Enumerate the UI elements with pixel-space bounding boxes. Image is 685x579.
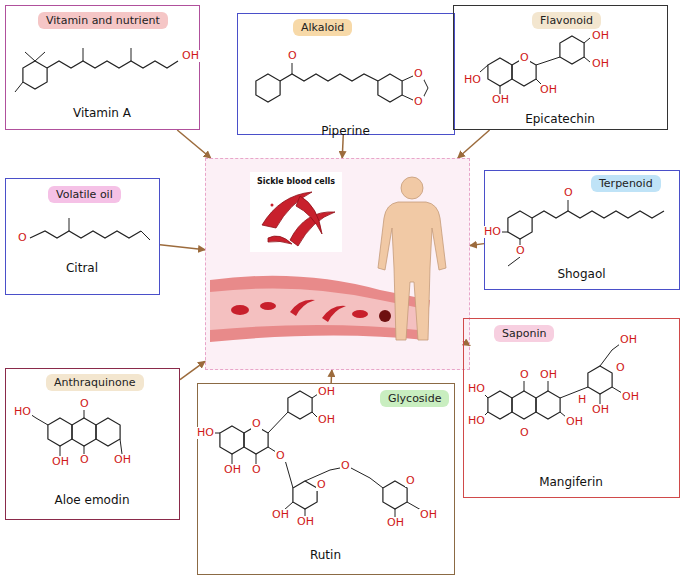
atom-label: O xyxy=(275,450,286,462)
region-label: Sickle blood cells xyxy=(257,177,335,186)
atom-label: O xyxy=(615,362,626,374)
category-label: Vitamin and nutrient xyxy=(46,14,160,27)
arrow xyxy=(470,244,484,246)
atom-label: OH xyxy=(317,414,336,426)
category-pill: Alkaloid xyxy=(293,19,352,36)
atom-label: OH xyxy=(386,517,405,529)
atom-label: OH xyxy=(621,391,640,403)
sickle-cell-region: Sickle blood cells xyxy=(205,158,470,370)
category-label: Glycoside xyxy=(388,392,441,405)
atom-label: HO xyxy=(196,427,215,439)
atom-label: O xyxy=(79,398,90,410)
compound-name: Aloe emodin xyxy=(54,493,129,507)
category-label: Alkaloid xyxy=(301,21,344,34)
atom-label: OH xyxy=(113,454,132,466)
atom-label: OH xyxy=(591,30,610,42)
atom-label: O xyxy=(251,464,262,476)
atom-label: HO xyxy=(467,383,486,395)
category-pill: Saponin xyxy=(494,325,554,342)
atom-label: O xyxy=(405,475,416,487)
atom-label: OH xyxy=(51,456,70,468)
atom-label: OH xyxy=(591,58,610,70)
atom-label: OH xyxy=(539,369,558,381)
compound-box: Shogaol Terpenoid xyxy=(484,170,680,290)
atom-label: O xyxy=(413,96,424,108)
compound-box: Aloe emodin Anthraquinone xyxy=(5,368,180,520)
category-pill: Terpenoid xyxy=(591,175,661,192)
atom-label: H xyxy=(577,394,587,406)
arrow xyxy=(177,130,210,158)
compound-name: Mangiferin xyxy=(539,475,603,489)
category-label: Terpenoid xyxy=(599,177,653,190)
category-pill: Flavonoid xyxy=(532,12,601,29)
atom-label: O xyxy=(251,418,262,430)
atom-label: O xyxy=(563,187,574,199)
atom-label: OH xyxy=(296,516,315,528)
compound-name: Rutin xyxy=(310,548,341,562)
compound-name: Citral xyxy=(66,261,98,275)
atom-label: OH xyxy=(619,334,638,346)
atom-label: OH xyxy=(491,94,510,106)
atom-label: HO xyxy=(13,406,32,418)
compound-box: Vitamin A Vitamin and nutrient xyxy=(5,5,200,130)
compound-name: Vitamin A xyxy=(73,106,131,120)
atom-label: OH xyxy=(565,416,584,428)
compound-box: Epicatechin Flavonoid xyxy=(453,5,668,130)
category-label: Saponin xyxy=(502,327,546,340)
arrow xyxy=(342,135,343,158)
category-pill: Vitamin and nutrient xyxy=(38,12,168,29)
atom-label: OH xyxy=(539,84,558,96)
category-label: Flavonoid xyxy=(540,14,593,27)
compound-name: Piperine xyxy=(321,124,370,138)
atom-label: OH xyxy=(181,50,200,62)
arrow xyxy=(330,370,332,383)
arrow xyxy=(458,130,490,158)
atom-label: O xyxy=(515,245,526,257)
category-pill: Anthraquinone xyxy=(46,374,144,391)
atom-label: HO xyxy=(483,226,502,238)
atom-label: O xyxy=(519,369,530,381)
atom-label: OH xyxy=(591,404,610,416)
arrow xyxy=(160,245,205,250)
atom-label: HO xyxy=(463,74,482,86)
atom-label: O xyxy=(340,460,351,472)
atom-label: O xyxy=(316,479,327,491)
arrow xyxy=(180,361,205,379)
atom-label: O xyxy=(519,427,530,439)
category-pill: Volatile oil xyxy=(48,186,121,203)
compound-box: Citral Volatile oil xyxy=(5,178,160,295)
atom-label: OH xyxy=(317,386,336,398)
atom-label: O xyxy=(519,52,530,64)
atom-label: OH xyxy=(223,464,242,476)
atom-label: OH xyxy=(271,509,290,521)
category-pill: Glycoside xyxy=(380,390,449,407)
atom-label: O xyxy=(287,50,298,62)
category-label: Anthraquinone xyxy=(54,376,136,389)
atom-label: O xyxy=(79,454,90,466)
compound-name: Epicatechin xyxy=(525,112,595,126)
compound-box: Mangiferin Saponin xyxy=(463,318,680,498)
atom-label: O xyxy=(413,68,424,80)
compound-name: Shogaol xyxy=(557,267,605,281)
category-label: Volatile oil xyxy=(56,188,113,201)
arrow xyxy=(463,341,470,345)
atom-label: HO xyxy=(467,415,486,427)
atom-label: O xyxy=(17,232,28,244)
atom-label: OH xyxy=(419,509,438,521)
